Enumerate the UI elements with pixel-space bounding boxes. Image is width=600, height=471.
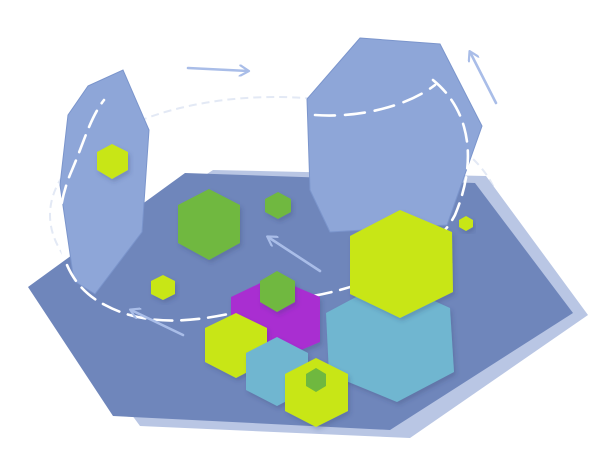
hexagon-lime-tiny <box>459 216 473 231</box>
hexagon-lime-on-panel <box>97 144 128 179</box>
arrow-right-icon <box>470 52 498 105</box>
hexagon-green-large <box>178 189 240 260</box>
dashed-path-upper <box>313 83 437 117</box>
hexagon-green-bottom <box>306 368 326 392</box>
hexagon-teal-large <box>326 280 454 402</box>
arrow-middle-icon <box>268 237 322 273</box>
hexagon-green-small <box>265 192 291 219</box>
arrow-top-icon <box>186 68 248 71</box>
hexagon-green-on-magenta <box>260 271 295 312</box>
hexagon-lime-large <box>350 210 453 318</box>
left-panel-icon <box>59 69 150 295</box>
arrow-left-icon <box>131 310 185 337</box>
hexagon-lime-bottom <box>285 358 348 427</box>
hexagon-lime-small-left <box>151 275 175 300</box>
